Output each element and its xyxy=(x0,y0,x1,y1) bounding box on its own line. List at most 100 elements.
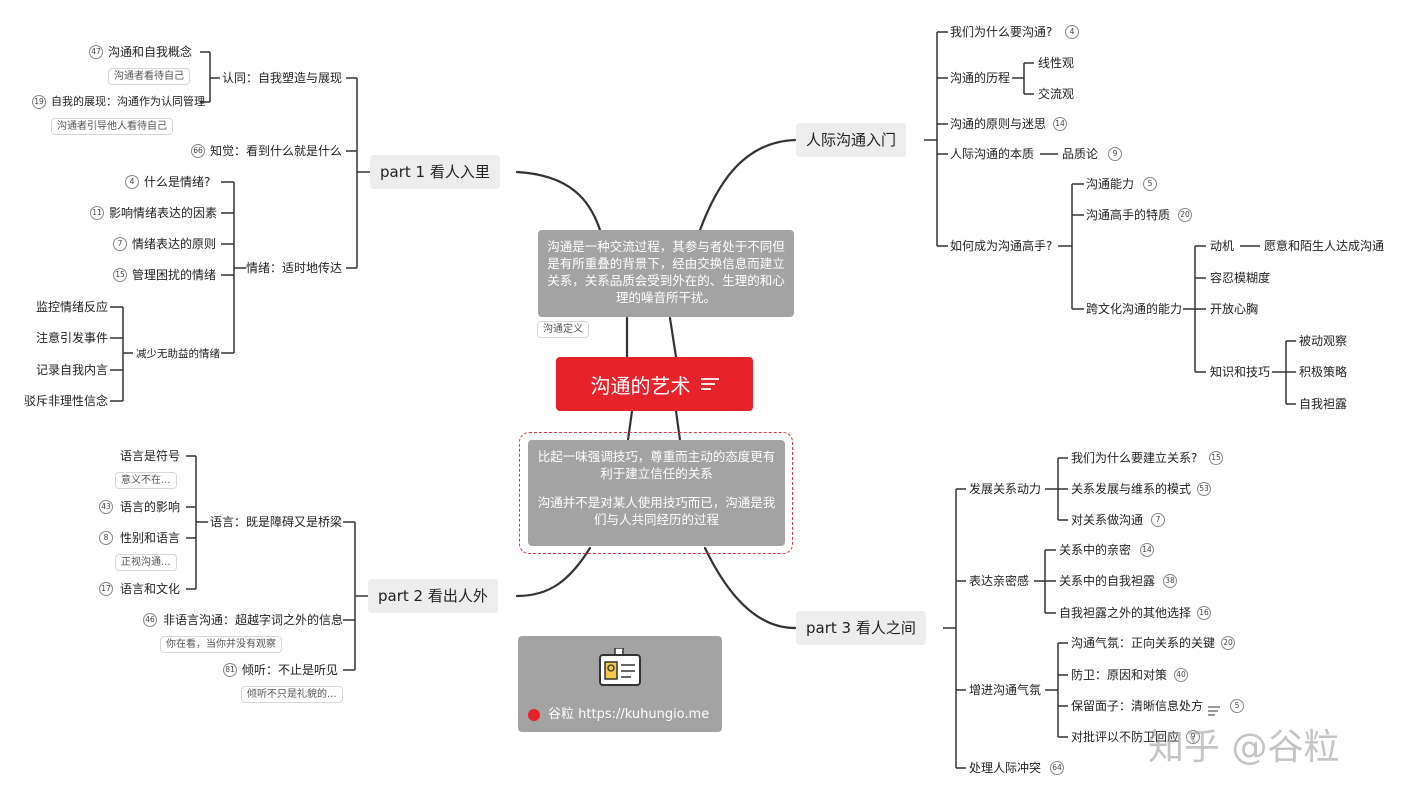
p1-emotion-c2[interactable]: 影响情绪表达的因素 xyxy=(109,206,218,220)
p2-nonverbal[interactable]: 非语言沟通：超越字词之外的信息 xyxy=(163,613,344,627)
intro-expert-c2-badge: 20 xyxy=(1178,208,1192,222)
p3-climate[interactable]: 增进沟通气氛 xyxy=(969,683,1042,697)
p3-development-c1[interactable]: 我们为什么要建立关系? xyxy=(1071,451,1198,465)
p3-climate-c3[interactable]: 保留面子：清晰信息处方 xyxy=(1071,699,1204,713)
attitude-callout[interactable]: 比起一味强调技巧，尊重而主动的态度更有利于建立信任的关系 沟通并不是对某人使用技… xyxy=(528,440,785,546)
p1-identity[interactable]: 认同：自我塑造与展现 xyxy=(222,71,343,85)
p3-development-c2[interactable]: 关系发展与维系的模式 xyxy=(1071,482,1192,496)
intro-expert[interactable]: 如何成为沟通高手? xyxy=(950,239,1053,253)
p2-language-c1-note: 意义不在... xyxy=(115,472,177,489)
p1-emotion-reduce[interactable]: 减少无助益的情绪 xyxy=(136,348,220,360)
definition-label: 沟通定义 xyxy=(537,321,589,338)
definition-callout[interactable]: 沟通是一种交流过程，其参与者处于不同但是有所重叠的背景下，经由交换信息而建立关系… xyxy=(538,230,794,317)
p2-language-c1[interactable]: 语言是符号 xyxy=(120,449,181,463)
p3-development-c2-badge: 53 xyxy=(1197,482,1211,496)
p2-language-c2-badge: 43 xyxy=(99,500,113,514)
lines-icon xyxy=(700,372,719,396)
p1-reduce-item[interactable]: 记录自我内言 xyxy=(36,363,109,377)
p3-conflict[interactable]: 处理人际冲突 xyxy=(969,761,1042,775)
intro-motive[interactable]: 动机 xyxy=(1210,239,1235,253)
p1-identity-c1-note: 沟通者看待自己 xyxy=(108,68,190,85)
intro-knowledge-item[interactable]: 积极策略 xyxy=(1299,365,1348,379)
p1-emotion[interactable]: 情绪：适时地传达 xyxy=(246,261,343,275)
p3-intimacy-c2-badge: 38 xyxy=(1163,574,1177,588)
p2-language-c3[interactable]: 性别和语言 xyxy=(120,531,181,545)
p1-emotion-c4-badge: 15 xyxy=(113,268,127,282)
intro-knowledge-item[interactable]: 被动观察 xyxy=(1299,334,1348,348)
p3-development[interactable]: 发展关系动力 xyxy=(969,482,1042,496)
p3-intimacy-c3[interactable]: 自我袒露之外的其他选择 xyxy=(1059,606,1192,620)
p1-perception[interactable]: 知觉：看到什么就是什么 xyxy=(210,144,343,158)
p2-language-c4-badge: 17 xyxy=(99,582,113,596)
p3-development-c3[interactable]: 对关系做沟通 xyxy=(1071,513,1144,527)
notes-icon xyxy=(1208,701,1220,720)
intro-expert-c3[interactable]: 跨文化沟通的能力 xyxy=(1086,302,1183,316)
intro-why[interactable]: 我们为什么要沟通? xyxy=(950,25,1053,39)
part3-topic[interactable]: part 3 看人之间 xyxy=(796,611,926,645)
p1-identity-c2-note: 沟通者引导他人看待自己 xyxy=(51,118,173,135)
intro-expert-c1-badge: 5 xyxy=(1143,177,1157,191)
p1-reduce-item[interactable]: 驳斥非理性信念 xyxy=(24,394,109,408)
attitude-text-2: 沟通并不是对某人使用技巧而已，沟通是我们与人共同经历的过程 xyxy=(537,495,776,527)
p1-perception-badge: 66 xyxy=(191,144,205,158)
p1-emotion-c1-badge: 4 xyxy=(125,175,139,189)
p1-emotion-c1[interactable]: 什么是情绪? xyxy=(144,175,211,189)
logo-site-text: 谷粒 https://kuhungio.me xyxy=(548,707,710,722)
intro-nature-child[interactable]: 品质论 xyxy=(1062,147,1099,161)
p2-nonverbal-note: 你在看，当你并没有观察 xyxy=(160,636,282,653)
intro-why-badge: 4 xyxy=(1065,25,1079,39)
intro-open[interactable]: 开放心胸 xyxy=(1210,302,1259,316)
logo-card[interactable]: 谷粒 https://kuhungio.me xyxy=(518,636,722,732)
p2-listening-badge: 81 xyxy=(223,663,237,677)
p1-reduce-item[interactable]: 注意引发事件 xyxy=(36,331,109,345)
central-topic[interactable]: 沟通的艺术 xyxy=(556,357,753,411)
p2-language-c3-note: 正视沟通... xyxy=(115,554,177,571)
p1-emotion-c4[interactable]: 管理困扰的情绪 xyxy=(132,268,217,282)
p1-emotion-c3[interactable]: 情绪表达的原则 xyxy=(132,237,217,251)
attitude-text-1: 比起一味强调技巧，尊重而主动的态度更有利于建立信任的关系 xyxy=(537,449,776,481)
p2-language-c4[interactable]: 语言和文化 xyxy=(120,582,181,596)
definition-text: 沟通是一种交流过程，其参与者处于不同但是有所重叠的背景下，经由交换信息而建立关系… xyxy=(547,239,785,305)
intro-knowledge-item[interactable]: 自我袒露 xyxy=(1299,397,1348,411)
p1-identity-c1-badge: 47 xyxy=(89,45,103,59)
intro-tolerance[interactable]: 容忍模糊度 xyxy=(1210,271,1271,285)
logo-dot-icon xyxy=(528,709,540,721)
watermark: 知乎 @谷粒 xyxy=(1148,727,1340,768)
p3-climate-c1[interactable]: 沟通气氛：正向关系的关键 xyxy=(1071,636,1216,650)
intro-topic[interactable]: 人际沟通入门 xyxy=(796,123,907,157)
p1-identity-c1[interactable]: 沟通和自我概念 xyxy=(108,45,193,59)
p1-identity-c2-badge: 19 xyxy=(32,95,46,109)
part1-topic[interactable]: part 1 看人入里 xyxy=(370,155,500,189)
p3-climate-c4[interactable]: 对批评以不防卫回应 xyxy=(1071,730,1180,744)
intro-principles-badge: 14 xyxy=(1053,117,1067,131)
id-badge-icon xyxy=(598,647,642,692)
intro-history-item[interactable]: 线性观 xyxy=(1038,56,1075,70)
intro-knowledge[interactable]: 知识和技巧 xyxy=(1210,365,1271,379)
p1-reduce-item[interactable]: 监控情绪反应 xyxy=(36,300,109,314)
intro-expert-c1[interactable]: 沟通能力 xyxy=(1086,177,1135,191)
p1-identity-c2[interactable]: 自我的展现：沟通作为认同管理 xyxy=(51,95,205,108)
p3-development-c1-badge: 15 xyxy=(1209,451,1223,465)
p2-nonverbal-badge: 46 xyxy=(143,613,157,627)
intro-principles[interactable]: 沟通的原则与迷思 xyxy=(950,117,1047,131)
p2-language-c3-badge: 8 xyxy=(99,531,113,545)
intro-expert-c2[interactable]: 沟通高手的特质 xyxy=(1086,208,1171,222)
p2-language[interactable]: 语言：既是障碍又是桥梁 xyxy=(210,515,343,529)
intro-history[interactable]: 沟通的历程 xyxy=(950,71,1011,85)
p3-climate-c3-badge: 5 xyxy=(1230,699,1244,713)
p3-intimacy-c1[interactable]: 关系中的亲密 xyxy=(1059,543,1132,557)
p3-intimacy-c1-badge: 14 xyxy=(1140,543,1154,557)
intro-motive-child[interactable]: 愿意和陌生人达成沟通 xyxy=(1264,239,1385,253)
p2-language-c2[interactable]: 语言的影响 xyxy=(120,500,181,514)
attitude-boundary xyxy=(519,432,793,554)
p3-climate-c2-badge: 40 xyxy=(1174,668,1188,682)
intro-history-item[interactable]: 交流观 xyxy=(1038,87,1075,101)
central-topic-title: 沟通的艺术 xyxy=(590,373,691,398)
p3-intimacy[interactable]: 表达亲密感 xyxy=(969,574,1030,588)
p2-listening[interactable]: 倾听：不止是听见 xyxy=(242,663,339,677)
p3-climate-c2[interactable]: 防卫：原因和对策 xyxy=(1071,668,1168,682)
part2-topic[interactable]: part 2 看出人外 xyxy=(368,579,498,613)
intro-nature[interactable]: 人际沟通的本质 xyxy=(950,147,1035,161)
p3-intimacy-c2[interactable]: 关系中的自我袒露 xyxy=(1059,574,1156,588)
